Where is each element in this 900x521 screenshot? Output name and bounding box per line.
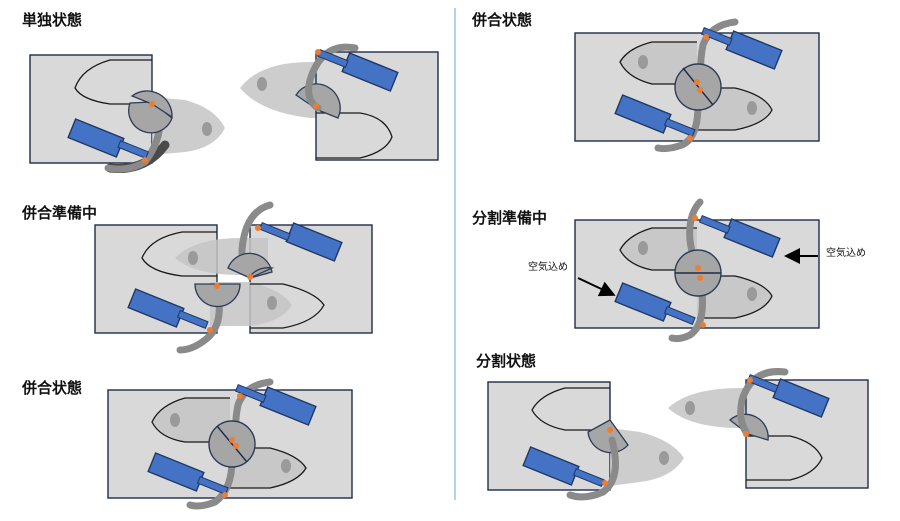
hull-outline <box>746 435 823 481</box>
panel-combined-top: 併合状態 <box>471 11 820 153</box>
guide-arc <box>668 288 706 343</box>
panel-split: 分割状態 <box>476 352 869 501</box>
ghost-marker <box>202 122 212 136</box>
label-pre-combine: 併合準備中 <box>21 204 97 222</box>
hull-outline <box>619 227 697 271</box>
hull-outline <box>619 41 697 85</box>
hull-outline <box>141 231 217 277</box>
label-single: 単独状態 <box>22 11 82 29</box>
hull-outline <box>151 397 230 443</box>
air-cylinder <box>285 222 343 262</box>
label-split: 分割状態 <box>476 352 536 370</box>
hull-outline <box>531 387 610 431</box>
panel-pre-combine: 併合準備中 <box>21 201 373 354</box>
rotor-fan <box>587 419 629 454</box>
guide-arc <box>654 101 702 153</box>
rotor-fan <box>194 283 241 308</box>
guide-arc <box>566 436 619 501</box>
guide-arc <box>176 286 223 354</box>
hull-outline <box>697 275 773 319</box>
label-combined-bottom: 併合状態 <box>21 379 82 397</box>
hull-outline <box>74 59 152 105</box>
hull-outline <box>316 112 393 159</box>
air-arrow-left <box>577 277 616 297</box>
air-label-right: 空気込め <box>826 246 866 259</box>
guide-arc <box>186 456 236 510</box>
air-label-left: 空気込め <box>528 260 568 273</box>
panel-pre-split: 分割準備中 空気込め 空気込め <box>472 198 866 343</box>
label-combined-top: 併合状態 <box>471 11 532 29</box>
guide-arc <box>305 43 359 112</box>
hull-outline <box>250 283 325 329</box>
hull-outline <box>230 447 307 489</box>
label-pre-split: 分割準備中 <box>472 209 547 227</box>
guide-arc <box>737 368 789 436</box>
panel-combined-bottom: 併合状態 <box>21 378 353 510</box>
panel-single: 単独状態 <box>22 11 439 174</box>
hull-outline <box>697 87 773 131</box>
